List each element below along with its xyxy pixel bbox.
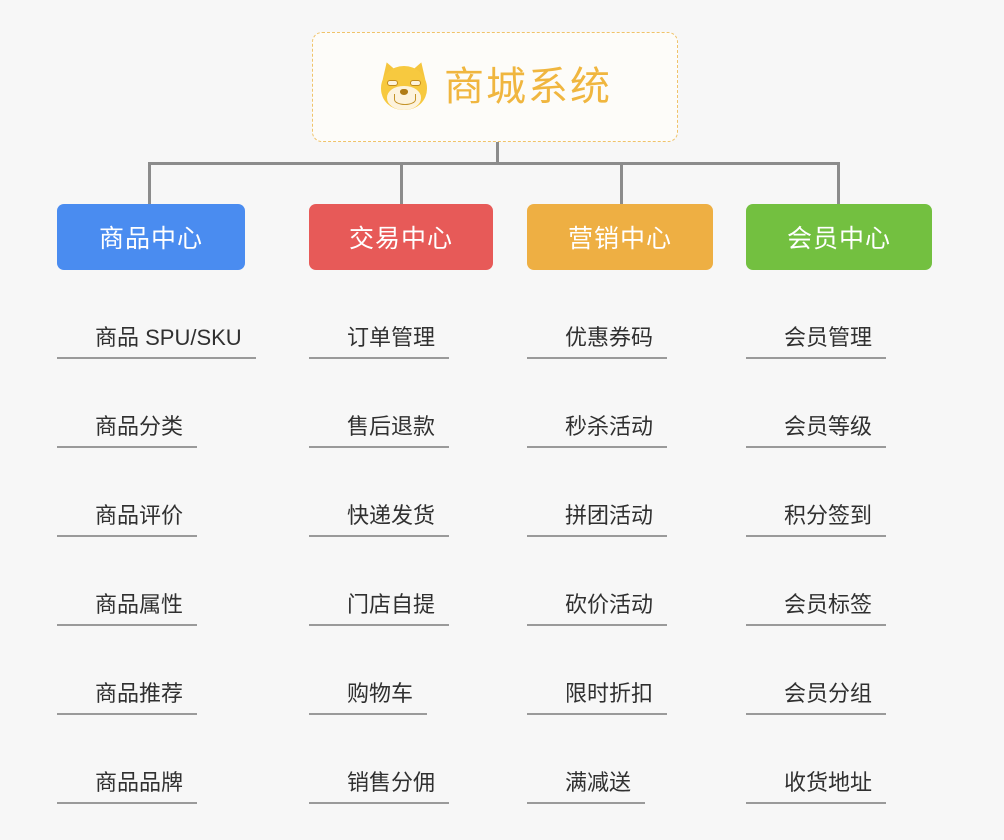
leaf-label: 秒杀活动 xyxy=(527,414,668,448)
connector-drop-4 xyxy=(837,162,840,204)
leaf-item[interactable]: 优惠券码 xyxy=(527,270,713,359)
leaf-item[interactable]: 门店自提 xyxy=(309,537,493,626)
category-header-2[interactable]: 交易中心 xyxy=(309,204,493,270)
leaf-label: 收货地址 xyxy=(746,770,887,804)
leaf-item[interactable]: 售后退款 xyxy=(309,359,493,448)
leaf-label: 商品 SPU/SKU xyxy=(57,325,256,359)
leaf-item[interactable]: 快递发货 xyxy=(309,448,493,537)
leaf-item[interactable]: 商品 SPU/SKU xyxy=(57,270,256,359)
leaf-item[interactable]: 订单管理 xyxy=(309,270,493,359)
leaf-item[interactable]: 砍价活动 xyxy=(527,537,713,626)
leaf-label: 拼团活动 xyxy=(527,503,668,537)
leaf-item[interactable]: 购物车 xyxy=(309,626,493,715)
connector-root-stem xyxy=(496,142,499,164)
connector-drop-1 xyxy=(148,162,151,204)
leaf-label: 购物车 xyxy=(309,681,428,715)
leaf-list-3: 优惠券码 秒杀活动 拼团活动 砍价活动 限时折扣 满减送 xyxy=(527,270,713,804)
leaf-list-1: 商品 SPU/SKU 商品分类 商品评价 商品属性 商品推荐 商品品牌 xyxy=(57,270,256,804)
leaf-label: 订单管理 xyxy=(309,325,450,359)
leaf-item[interactable]: 商品评价 xyxy=(57,448,245,537)
leaf-label: 会员分组 xyxy=(746,681,887,715)
leaf-label: 砍价活动 xyxy=(527,592,668,626)
leaf-label: 商品分类 xyxy=(57,414,198,448)
leaf-item[interactable]: 积分签到 xyxy=(746,448,932,537)
leaf-label: 积分签到 xyxy=(746,503,887,537)
leaf-label: 商品品牌 xyxy=(57,770,198,804)
leaf-item[interactable]: 会员分组 xyxy=(746,626,932,715)
leaf-label: 商品推荐 xyxy=(57,681,198,715)
category-header-1[interactable]: 商品中心 xyxy=(57,204,245,270)
category-column-2: 交易中心 订单管理 售后退款 快递发货 门店自提 购物车 销售分佣 xyxy=(309,204,493,804)
leaf-label: 商品评价 xyxy=(57,503,198,537)
leaf-item[interactable]: 销售分佣 xyxy=(309,715,493,804)
leaf-item[interactable]: 商品分类 xyxy=(57,359,245,448)
leaf-item[interactable]: 会员管理 xyxy=(746,270,932,359)
connector-drop-3 xyxy=(620,162,623,204)
category-header-4[interactable]: 会员中心 xyxy=(746,204,932,270)
category-column-4: 会员中心 会员管理 会员等级 积分签到 会员标签 会员分组 收货地址 xyxy=(746,204,932,804)
leaf-list-4: 会员管理 会员等级 积分签到 会员标签 会员分组 收货地址 xyxy=(746,270,932,804)
leaf-label: 售后退款 xyxy=(309,414,450,448)
shiba-inu-icon xyxy=(378,59,430,113)
category-header-3[interactable]: 营销中心 xyxy=(527,204,713,270)
leaf-label: 门店自提 xyxy=(309,592,450,626)
leaf-item[interactable]: 收货地址 xyxy=(746,715,932,804)
root-title: 商城系统 xyxy=(444,65,612,109)
leaf-label: 会员管理 xyxy=(746,325,887,359)
leaf-item[interactable]: 会员标签 xyxy=(746,537,932,626)
category-column-1: 商品中心 商品 SPU/SKU 商品分类 商品评价 商品属性 商品推荐 商品品牌 xyxy=(57,204,256,804)
leaf-item[interactable]: 秒杀活动 xyxy=(527,359,713,448)
connector-drop-2 xyxy=(400,162,403,204)
leaf-item[interactable]: 商品推荐 xyxy=(57,626,245,715)
leaf-label: 限时折扣 xyxy=(527,681,668,715)
leaf-label: 会员标签 xyxy=(746,592,887,626)
leaf-label: 优惠券码 xyxy=(527,325,668,359)
connector-horizontal-bar xyxy=(148,162,840,165)
leaf-label: 满减送 xyxy=(527,770,646,804)
leaf-list-2: 订单管理 售后退款 快递发货 门店自提 购物车 销售分佣 xyxy=(309,270,493,804)
leaf-item[interactable]: 会员等级 xyxy=(746,359,932,448)
leaf-item[interactable]: 商品品牌 xyxy=(57,715,245,804)
leaf-item[interactable]: 满减送 xyxy=(527,715,713,804)
category-column-3: 营销中心 优惠券码 秒杀活动 拼团活动 砍价活动 限时折扣 满减送 xyxy=(527,204,713,804)
leaf-label: 快递发货 xyxy=(309,503,450,537)
leaf-item[interactable]: 限时折扣 xyxy=(527,626,713,715)
root-node[interactable]: 商城系统 xyxy=(312,32,678,142)
leaf-label: 商品属性 xyxy=(57,592,198,626)
leaf-item[interactable]: 拼团活动 xyxy=(527,448,713,537)
leaf-label: 会员等级 xyxy=(746,414,887,448)
leaf-item[interactable]: 商品属性 xyxy=(57,537,245,626)
leaf-label: 销售分佣 xyxy=(309,770,450,804)
